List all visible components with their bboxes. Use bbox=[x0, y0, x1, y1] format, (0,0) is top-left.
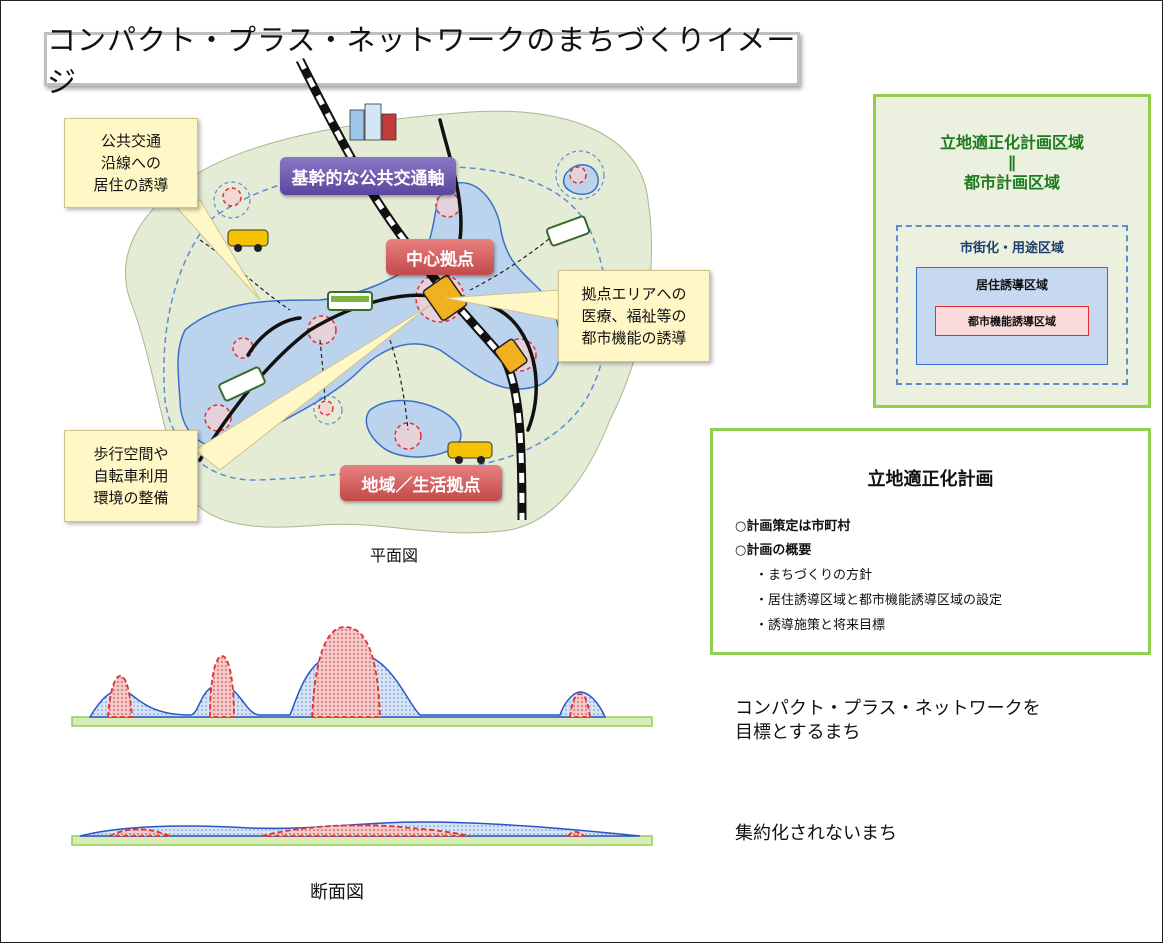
zone-core-label: 都市機能誘導区域 bbox=[935, 306, 1089, 336]
zone-outer-title: 立地適正化計画区域 ∥ 都市計画区域 bbox=[939, 133, 1084, 192]
callout-hub-functions: 拠点エリアへの 医療、福祉等の 都市機能の誘導 bbox=[558, 270, 710, 362]
callout-transit-corridor: 公共交通 沿線への 居住の誘導 bbox=[64, 118, 198, 208]
plan-view-caption: 平面図 bbox=[370, 546, 419, 565]
profile-red-compact bbox=[107, 626, 592, 718]
profile-red-sprawl bbox=[109, 824, 587, 837]
compact-city-label: コンパクト・プラス・ネットワークを 目標とするまち bbox=[735, 698, 1041, 743]
plan-sub-item: ・誘導施策と将来目標 bbox=[755, 618, 886, 633]
plan-sub-item: ・まちづくりの方針 bbox=[755, 568, 873, 583]
plan-sub-item: ・居住誘導区域と都市機能誘導区域の設定 bbox=[755, 593, 1003, 608]
zone-hierarchy-outer: 立地適正化計画区域 ∥ 都市計画区域 市街化・用途区域 居住誘導区域 都市機能誘… bbox=[873, 94, 1151, 408]
taxi-icon bbox=[227, 229, 269, 252]
cross-section-caption: 断面図 bbox=[310, 882, 364, 903]
plan-item: ○計画の概要 bbox=[735, 543, 812, 558]
ground-line-compact bbox=[71, 716, 653, 727]
taxi-icon bbox=[447, 441, 493, 464]
plan-summary-title: 立地適正化計画 bbox=[867, 469, 994, 490]
tag-local-hub: 地域／生活拠点 bbox=[340, 465, 502, 501]
buildings-icon bbox=[349, 103, 397, 141]
zone-hierarchy-inner: 居住誘導区域 都市機能誘導区域 bbox=[916, 267, 1108, 365]
zone-hierarchy-middle: 市街化・用途区域 居住誘導区域 都市機能誘導区域 bbox=[896, 225, 1128, 385]
zone-circle bbox=[555, 150, 605, 200]
sprawl-city-label: 集約化されないまち bbox=[735, 823, 897, 844]
tag-transit-axis: 基幹的な公共交通軸 bbox=[280, 157, 456, 195]
callout-walk-cycle: 歩行空間や 自転車利用 環境の整備 bbox=[64, 430, 198, 522]
tag-central-hub: 中心拠点 bbox=[386, 239, 494, 275]
plan-item: ○計画策定は市町村 bbox=[735, 519, 851, 534]
plan-summary-box: 立地適正化計画 ○計画策定は市町村 ○計画の概要 ・まちづくりの方針 ・居住誘導… bbox=[710, 428, 1151, 655]
callout-pointer bbox=[194, 304, 431, 471]
zone-middle-label: 市街化・用途区域 bbox=[959, 241, 1064, 256]
ground-line-sprawl bbox=[71, 835, 653, 846]
bus-icon bbox=[218, 366, 266, 402]
zone-circle bbox=[213, 181, 251, 219]
bus-icon bbox=[327, 291, 373, 311]
use-zone-boundary bbox=[163, 165, 609, 481]
zone-inner-label: 居住誘導区域 bbox=[975, 278, 1048, 292]
zone-circle bbox=[313, 395, 343, 425]
station-south bbox=[494, 338, 528, 374]
page-title: コンパクト・プラス・ネットワークのまちづくりイメージ bbox=[44, 23, 800, 99]
bus-icon bbox=[545, 215, 591, 247]
